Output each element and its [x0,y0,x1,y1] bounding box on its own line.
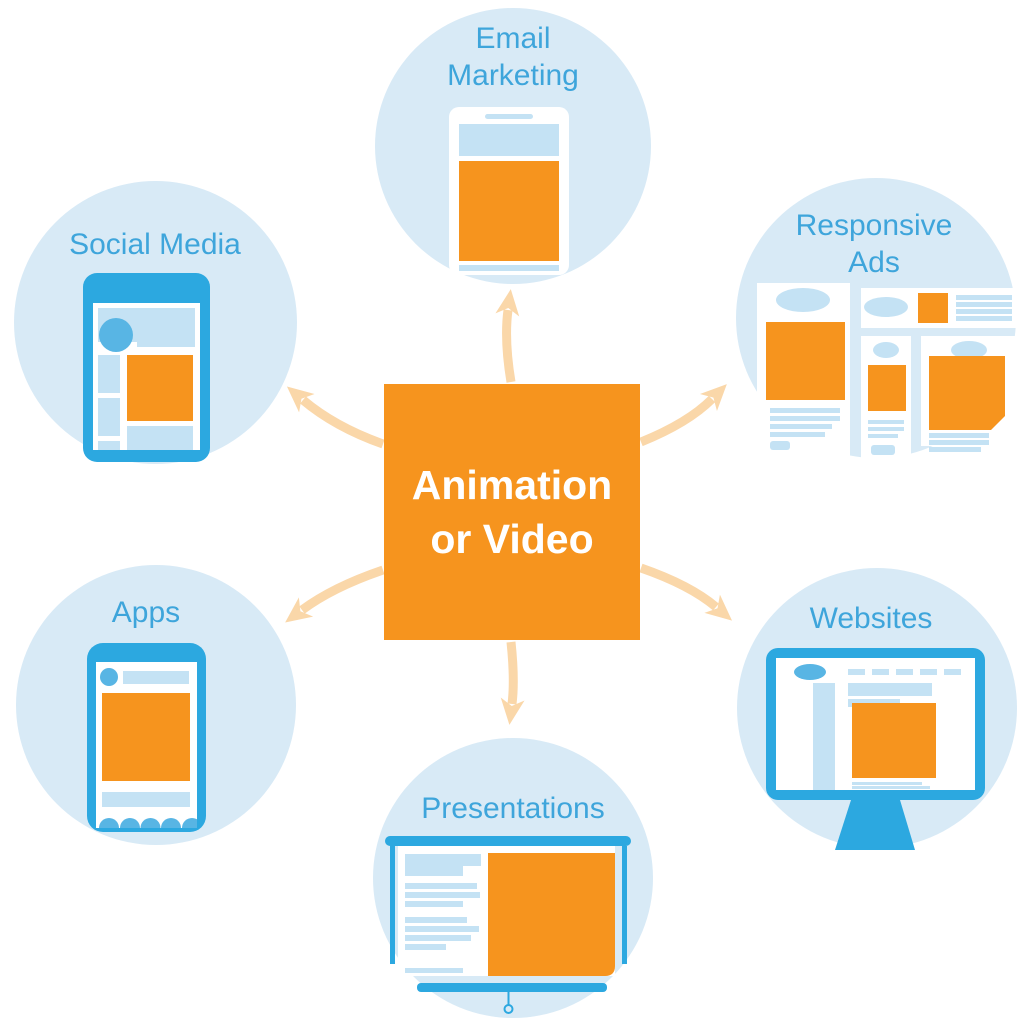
arrow-to-responsive-ads [639,384,727,447]
app-video-block [102,693,190,781]
node-label-email-marketing: Email Marketing [447,22,579,92]
node-social-media: Social Media [14,181,297,464]
node-label-websites: Websites [809,602,933,635]
site-logo [794,664,826,680]
app-avatar [100,668,118,686]
app-title-bar [123,671,189,684]
node-presentations: Presentations [373,738,653,1018]
email-header-block [459,124,559,156]
node-responsive-ads: Responsive Ads [736,178,1017,465]
arrow-to-email-marketing [495,289,520,383]
node-label-social-media: Social Media [69,228,241,261]
feed-video-post [127,355,193,421]
ad-card-tall [757,283,850,465]
center-node-animation-or-video: Animation or Video [384,384,640,640]
screen-bottom-bar [417,983,607,992]
feed-side-block-3 [98,441,120,450]
ad-card-banner [861,288,1017,328]
site-video-block [852,703,936,778]
smartphone-app-icon [87,643,206,832]
slide-video-block [488,853,615,976]
arrow-to-presentations [500,641,525,725]
email-footer-block [459,265,559,271]
node-label-presentations: Presentations [421,792,605,825]
projector-screen-icon [385,836,631,1014]
screen-post-left [390,846,395,964]
arrow-to-apps [285,565,385,623]
pull-ring [503,1004,514,1014]
ad-layouts-icon [757,283,1017,465]
ad-card-medium [921,336,1017,452]
feed-avatar [99,318,133,352]
node-websites: Websites [737,568,1017,850]
site-text-line-2 [852,786,930,789]
app-dock-dots [99,818,197,828]
desktop-monitor-icon [766,648,985,850]
phone-speaker [485,114,533,119]
ad-card-small [861,336,911,465]
email-video-block [459,161,559,261]
center-title-line2: or Video [430,516,594,562]
arrow-to-social-media [286,386,385,449]
app-text-bar [102,792,190,807]
feed-side-block-2 [98,398,120,436]
feed-text-block [127,426,193,450]
monitor-stand [835,800,915,850]
node-apps: Apps [16,565,296,845]
smartphone-email-icon [449,107,569,275]
site-sidebar [813,683,835,790]
node-label-apps: Apps [111,596,181,629]
site-nav-links [848,669,961,675]
feed-name-bar [137,338,195,347]
node-email-marketing: Email Marketing [375,8,651,284]
screen-post-right [622,846,627,964]
screen-top-bar [385,836,631,846]
smartphone-feed-icon [83,273,210,462]
slide-text-lines [405,854,481,973]
site-text-line-1 [852,782,922,785]
arrow-to-websites [639,563,733,621]
node-label-responsive-ads: Responsive Ads [795,209,953,279]
site-heading-bar [848,683,932,696]
feed-side-block-1 [98,355,120,393]
center-title-line1: Animation [411,462,613,508]
